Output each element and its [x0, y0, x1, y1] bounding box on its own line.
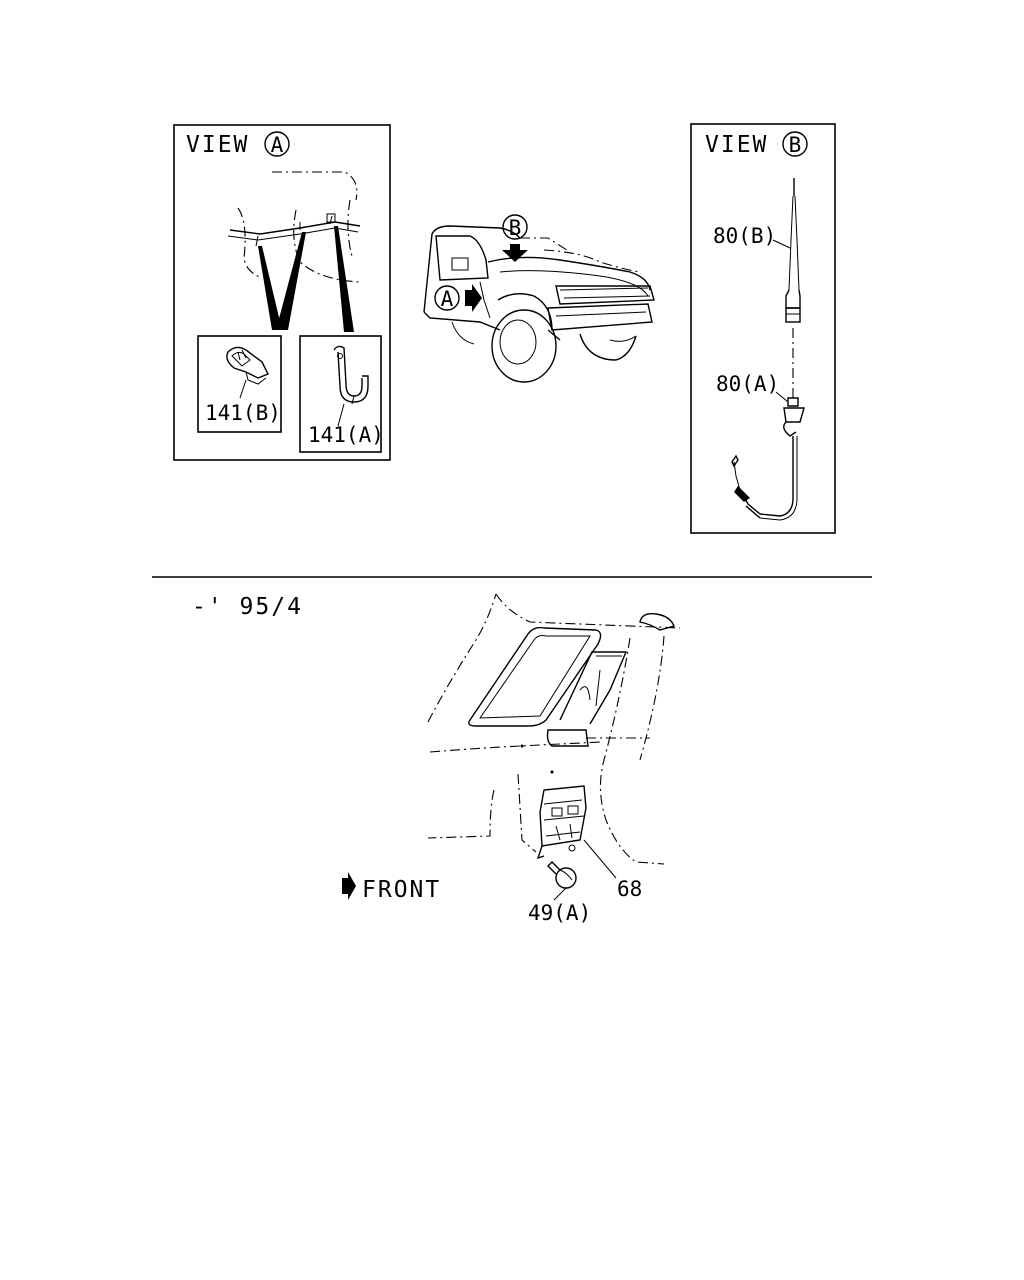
bracket-68-icon	[536, 785, 587, 860]
antenna-base-label: 80(A)	[716, 372, 779, 396]
arrow-a-marker: A	[434, 284, 482, 312]
antenna-base-leader	[775, 391, 789, 403]
view-a-title: VIEW	[186, 132, 249, 158]
bolt-49a-leader	[553, 887, 567, 901]
date-code: -' 95/4	[192, 594, 303, 620]
bracket-68-label: 68	[617, 877, 642, 901]
quarter-panel-sketch	[427, 593, 681, 865]
antenna-base-icon	[731, 397, 805, 521]
view-b-panel: VIEW B 80(B) 80(A)	[690, 123, 836, 534]
view-b-title-circle	[782, 131, 808, 157]
antenna-mast-icon	[785, 178, 801, 323]
view-b-title-letter: B	[789, 133, 802, 157]
clip-a-label: 141(A)	[308, 423, 384, 447]
view-a-panel: VIEW A 141(B)	[173, 124, 391, 461]
bolt-49a-label: 49(A)	[528, 901, 591, 925]
arrow-b-marker: B	[502, 214, 528, 262]
arrow-b-icon	[502, 244, 528, 262]
view-b-title: VIEW	[705, 132, 768, 158]
view-a-title-circle	[264, 131, 290, 157]
view-a-title-letter: A	[271, 133, 284, 157]
clip-a-icon	[333, 345, 369, 427]
view-b-frame	[690, 123, 836, 534]
arrow-b-letter: B	[509, 216, 522, 240]
vehicle-illustration	[423, 225, 655, 383]
antenna-mast-leader	[772, 239, 791, 249]
bolt-49a-icon	[547, 861, 577, 889]
clip-b-icon	[226, 346, 269, 399]
antenna-mast-label: 80(B)	[713, 224, 776, 248]
clip-b-label: 141(B)	[205, 401, 281, 425]
front-indicator: FRONT	[342, 872, 441, 903]
arrow-a-letter: A	[441, 287, 454, 311]
front-label: FRONT	[362, 877, 441, 903]
bracket-68-leader	[583, 839, 617, 879]
view-a-body-sketch	[227, 171, 361, 332]
arrow-a-icon	[465, 284, 482, 312]
front-arrow-icon	[342, 872, 356, 900]
